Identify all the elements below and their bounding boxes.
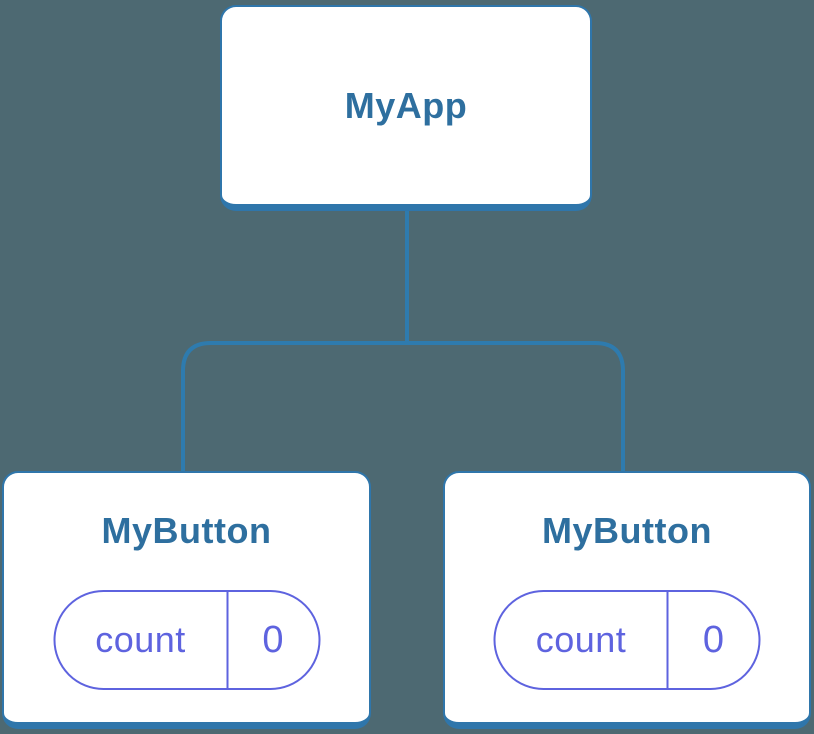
tree-node-mybutton-1: MyButton count 0: [2, 471, 371, 729]
connector-bracket: [181, 341, 625, 471]
node-title-mybutton-1: MyButton: [101, 510, 272, 551]
node-title-mybutton-2: MyButton: [542, 510, 712, 551]
node-title-myapp: MyApp: [344, 84, 468, 126]
state-badge-1: count 0: [53, 590, 320, 690]
state-label-1: count: [95, 619, 186, 660]
tree-node-mybutton-2: MyButton count 0: [443, 471, 811, 729]
tree-node-myapp: MyApp: [220, 5, 592, 211]
state-value-1: 0: [226, 592, 318, 688]
state-label-2: count: [535, 619, 627, 660]
state-value-2: 0: [666, 592, 759, 688]
state-badge-2: count 0: [493, 590, 761, 690]
